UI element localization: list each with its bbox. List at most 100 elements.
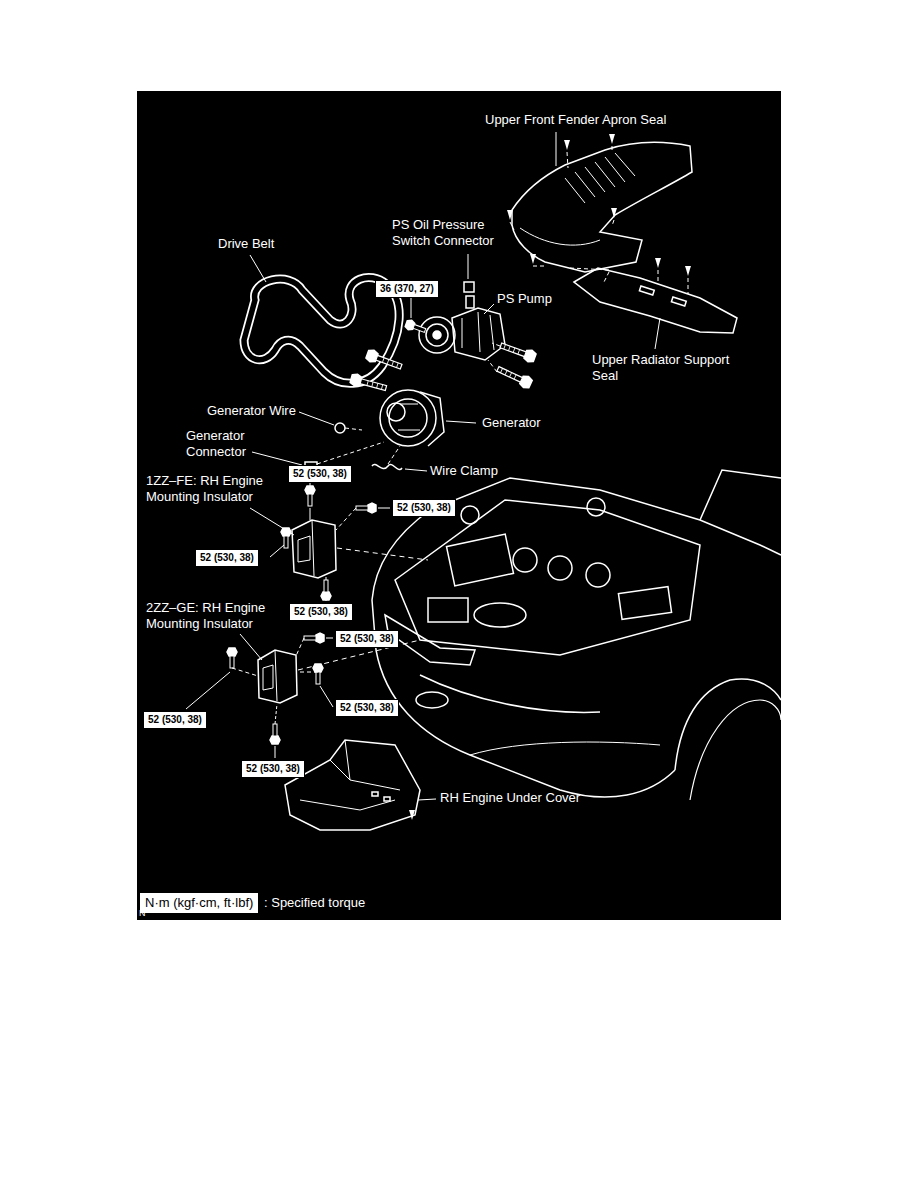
vehicle bbox=[372, 478, 781, 600]
legend-text: : Specified torque bbox=[264, 895, 365, 911]
mount-2zz bbox=[263, 650, 277, 701]
drive-belt bbox=[250, 255, 266, 282]
generator bbox=[420, 392, 444, 446]
torque-box: 52 (530, 38) bbox=[335, 630, 399, 648]
mount-1zz bbox=[292, 520, 336, 578]
generator bbox=[405, 469, 427, 471]
mount-1zz bbox=[336, 508, 356, 530]
part-label: Generator Connector bbox=[186, 428, 266, 460]
mount-1zz bbox=[270, 545, 284, 557]
generator-wire-terminal bbox=[335, 423, 345, 433]
under-cover bbox=[418, 799, 436, 800]
torque-value: 36 (370, 27) bbox=[380, 283, 434, 295]
unit-key-text: N·m (kgf·cm, ft·lbf) bbox=[145, 895, 253, 911]
corner-mark: N bbox=[139, 908, 146, 918]
generator bbox=[387, 403, 405, 421]
torque-value: 52 (530, 38) bbox=[246, 763, 300, 775]
torque-box: 52 (530, 38) bbox=[289, 603, 353, 621]
torque-box: 52 (530, 38) bbox=[335, 699, 399, 717]
part-label: Generator Wire bbox=[207, 403, 296, 419]
under-cover bbox=[300, 740, 400, 810]
unit-key-box: N·m (kgf·cm, ft·lbf) bbox=[140, 893, 258, 913]
ps-pump bbox=[405, 254, 537, 390]
mount-2zz bbox=[275, 704, 277, 724]
part-label: Wire Clamp bbox=[430, 463, 498, 479]
torque-box: 52 (530, 38) bbox=[392, 499, 456, 517]
fender-apron-seal bbox=[507, 210, 513, 220]
radiator-support-seal bbox=[655, 318, 660, 349]
part-label: 2ZZ–GE: RH Engine Mounting Insulator bbox=[146, 600, 281, 632]
drive-belt bbox=[244, 255, 399, 383]
radiator-support-seal bbox=[655, 258, 661, 268]
mount-2zz bbox=[186, 672, 230, 709]
torque-value: 52 (530, 38) bbox=[397, 502, 451, 514]
vehicle bbox=[470, 742, 660, 755]
part-label: PS Oil Pressure Switch Connector bbox=[392, 217, 522, 249]
ps-pump bbox=[419, 317, 455, 353]
vehicle bbox=[587, 498, 605, 516]
vehicle bbox=[372, 600, 675, 797]
mount-1zz bbox=[326, 576, 327, 580]
mount-1zz bbox=[356, 503, 376, 513]
fender-apron-seal bbox=[510, 146, 614, 266]
part-label: PS Pump bbox=[497, 291, 552, 307]
part-label: Drive Belt bbox=[218, 236, 274, 252]
part-label: Upper Radiator Support Seal bbox=[592, 352, 744, 384]
part-label: Generator bbox=[482, 415, 541, 431]
vehicle bbox=[428, 598, 468, 622]
vehicle bbox=[548, 556, 572, 580]
generator bbox=[446, 421, 476, 423]
ps-pump bbox=[411, 298, 412, 318]
vehicle bbox=[618, 587, 671, 620]
ps-pump bbox=[499, 340, 537, 364]
under-cover bbox=[384, 797, 390, 801]
mount-1zz bbox=[250, 508, 294, 535]
fender-apron-seal bbox=[512, 143, 692, 272]
fender-apron-seal bbox=[564, 140, 570, 150]
vehicle bbox=[461, 506, 479, 524]
mount-2zz bbox=[296, 638, 304, 656]
mount-2zz bbox=[326, 638, 333, 639]
torque-value: 52 (530, 38) bbox=[340, 633, 394, 645]
vehicle bbox=[395, 500, 700, 655]
generator bbox=[350, 373, 388, 394]
mount-1zz bbox=[310, 483, 311, 520]
generator bbox=[398, 404, 420, 430]
mount-1zz bbox=[378, 508, 390, 509]
part-label: RH Engine Under Cover bbox=[440, 790, 580, 806]
radiator-support-seal bbox=[574, 268, 737, 333]
ps-pump bbox=[433, 331, 441, 339]
torque-box: 36 (370, 27) bbox=[375, 280, 439, 298]
vehicle bbox=[675, 679, 781, 770]
under-cover bbox=[409, 810, 415, 820]
mount-2zz bbox=[232, 668, 258, 676]
torque-value: 52 (530, 38) bbox=[340, 702, 394, 714]
fender-apron-seal bbox=[507, 132, 692, 272]
torque-box: 52 (530, 38) bbox=[143, 711, 207, 729]
vehicle bbox=[474, 603, 526, 627]
ps-pump bbox=[405, 319, 427, 335]
part-label: 1ZZ–FE: RH Engine Mounting Insulator bbox=[146, 473, 281, 505]
ps-pump bbox=[426, 324, 448, 346]
generator bbox=[380, 390, 436, 446]
vehicle bbox=[586, 563, 610, 587]
mount-1zz bbox=[281, 528, 291, 548]
mount-2zz bbox=[320, 686, 333, 707]
mount-1zz bbox=[337, 548, 428, 560]
radiator-support-seal bbox=[570, 268, 688, 294]
vehicle bbox=[700, 470, 781, 520]
ps-pump bbox=[466, 296, 474, 308]
vehicle bbox=[416, 692, 448, 708]
mount-1zz bbox=[305, 486, 315, 506]
under-cover bbox=[372, 792, 378, 796]
generator bbox=[389, 399, 427, 437]
ps-pump bbox=[452, 308, 505, 360]
part-label: Upper Front Fender Apron Seal bbox=[485, 112, 666, 128]
torque-value: 52 (530, 38) bbox=[200, 552, 254, 564]
vehicle bbox=[420, 675, 600, 712]
wire-clamp bbox=[372, 464, 402, 469]
torque-value: 52 (530, 38) bbox=[293, 468, 347, 480]
fender-apron-seal bbox=[556, 132, 557, 166]
mount-2zz bbox=[304, 633, 324, 643]
